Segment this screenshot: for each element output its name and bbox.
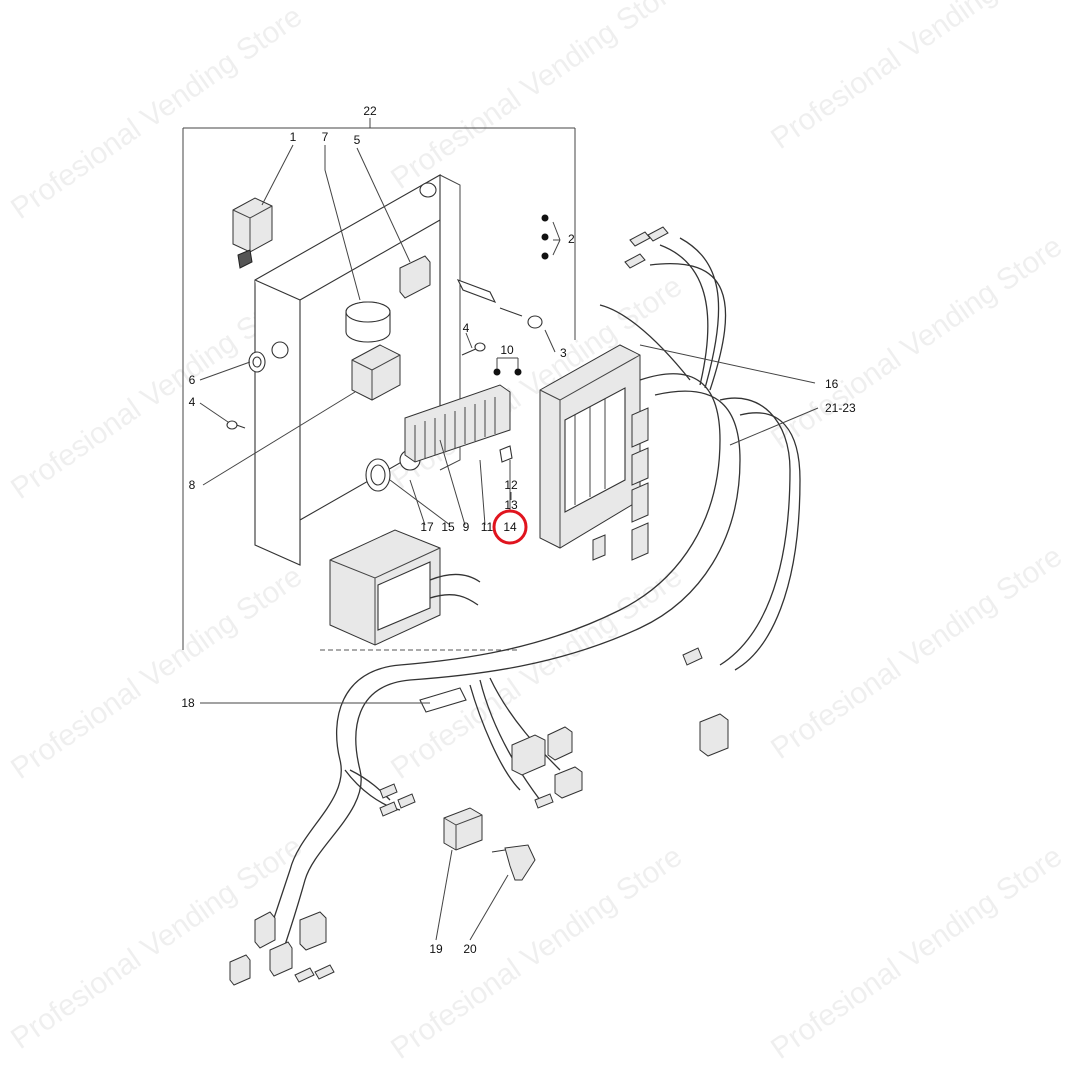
control-board-part-16	[539, 344, 641, 549]
filter-part-8	[351, 344, 401, 401]
callout-label: 21-23	[825, 401, 856, 415]
mounting-plate	[254, 174, 461, 566]
wiring-harness	[264, 237, 801, 946]
callout-label: 5	[354, 133, 361, 147]
callout-label: 12	[504, 478, 518, 492]
callout-label: 8	[189, 478, 196, 492]
callout-labels: 1 2 3 4 4 5 6 7 8 9 10 11 12 13 14 15 16…	[181, 104, 856, 956]
transformer-part-17	[329, 529, 481, 646]
callout-label: 20	[463, 942, 477, 956]
callout-label: 22	[363, 104, 377, 118]
ferrite-part-18	[419, 687, 467, 713]
callout-label: 15	[441, 520, 455, 534]
callout-label: 11	[481, 520, 494, 534]
connectors	[229, 226, 729, 986]
callout-label: 13	[504, 498, 518, 512]
callout-label: 7	[322, 130, 329, 144]
callout-label: 4	[463, 321, 470, 335]
highlight-ring	[492, 509, 528, 545]
callout-label: 16	[825, 377, 839, 391]
watermark-text: Profesional Vending Store	[765, 540, 1068, 766]
callout-label: 9	[463, 520, 470, 534]
callout-label-highlighted: 14	[503, 520, 517, 534]
switch-part-5	[399, 255, 431, 299]
callout-label: 10	[500, 343, 514, 357]
callout-label: 6	[189, 373, 196, 387]
capacitor-part-7	[345, 301, 391, 343]
callout-label: 1	[290, 130, 297, 144]
switch-part-19	[443, 807, 483, 851]
leader-lines	[199, 144, 819, 941]
screw-part-4	[226, 342, 486, 430]
watermark-text: Profesional Vending Store	[765, 0, 1068, 156]
callout-label: 19	[429, 942, 443, 956]
watermark-text: Profesional Vending Store	[385, 0, 688, 196]
callout-label: 3	[560, 346, 567, 360]
callout-label: 4	[189, 395, 196, 409]
cable-plug-part-20	[491, 844, 536, 881]
assembly-frame	[182, 118, 576, 651]
fuse-holder-part-2	[419, 182, 549, 329]
callout-label: 18	[181, 696, 195, 710]
callout-label: 17	[420, 520, 434, 534]
callout-label: 2	[568, 232, 575, 246]
watermark-text: Profesional Vending Store	[765, 840, 1068, 1066]
terminal-block	[404, 368, 522, 463]
ring-part-9	[365, 458, 391, 492]
grommet-part-6	[248, 351, 266, 373]
relay-part-1	[232, 197, 273, 269]
watermark-layer: Profesional Vending Store Profesional Ve…	[5, 0, 1068, 1066]
watermark-text: Profesional Vending Store	[5, 560, 308, 786]
watermark-text: Profesional Vending Store	[5, 0, 308, 226]
watermark-text: Profesional Vending Store	[765, 230, 1068, 456]
